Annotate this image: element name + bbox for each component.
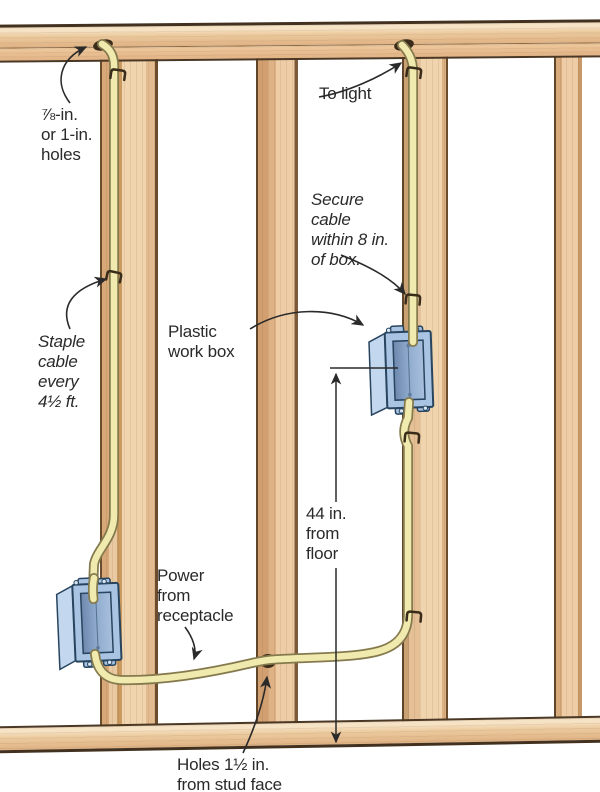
box-screw (106, 659, 113, 665)
stud-mid-left (256, 56, 298, 728)
label-height-dimension: 44 in. from floor (306, 504, 347, 563)
cable-to-light (397, 40, 418, 347)
cable-staple (403, 431, 421, 444)
stud-right (554, 56, 582, 728)
arrow-power-source (184, 626, 203, 661)
box-screw (73, 579, 79, 586)
box-screw (101, 578, 107, 585)
box-screw (87, 661, 93, 667)
label-secure-cable: Secure cable within 8 in. of box. (311, 190, 389, 269)
arrow-secure-cable (340, 254, 406, 296)
label-plastic-work-box: Plastic work box (168, 322, 235, 361)
label-drill-holes: ⅞-in. or 1-in. holes (41, 105, 93, 164)
label-hole-position: Holes 1½ in. from stud face (177, 755, 282, 792)
cable-staple (405, 610, 423, 623)
box-screw (385, 327, 392, 334)
box-screw (398, 408, 405, 414)
arrow-staple-cable (65, 276, 108, 330)
plastic-work-box (368, 325, 435, 417)
box-screw (422, 405, 429, 411)
label-power-source: Power from receptacle (157, 566, 234, 625)
cable-staple (109, 68, 127, 82)
arrow-to-light (318, 62, 403, 98)
label-to-light: To light (319, 84, 372, 103)
cable-left-stud (88, 39, 120, 595)
cable-staple (104, 269, 123, 284)
arrow-hole-position (242, 675, 272, 754)
cable-staple (405, 66, 423, 80)
cable-staple (404, 293, 422, 306)
label-staple-cable: Staple cable every 4½ ft. (38, 332, 86, 411)
cable-horizontal-run (90, 397, 414, 686)
arrow-drill-holes (60, 46, 88, 104)
cable-into-receptacle (87, 573, 99, 604)
receptacle-box (55, 577, 123, 671)
arrow-plastic-work-box (249, 310, 365, 330)
